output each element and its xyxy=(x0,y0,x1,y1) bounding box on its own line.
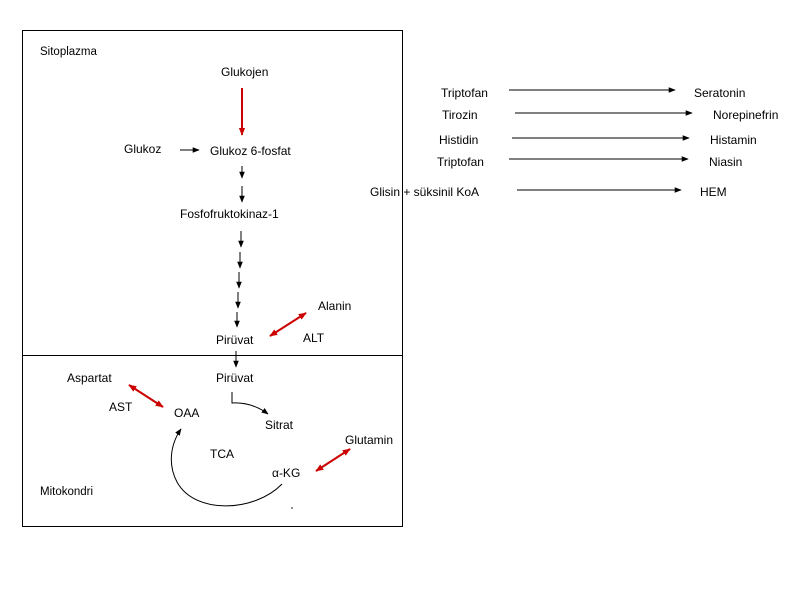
oaa-label: OAA xyxy=(174,406,200,420)
glycogen-label: Glukojen xyxy=(221,65,269,79)
tca-label: TCA xyxy=(210,447,234,461)
conversion-from-1: Tirozin xyxy=(442,108,478,122)
glucose6p-label: Glukoz 6-fosfat xyxy=(210,144,291,158)
glutamine-arrow xyxy=(315,448,351,472)
conversion-to-1: Norepinefrin xyxy=(713,108,779,122)
conversion-from-0: Triptofan xyxy=(441,86,488,100)
conversion-to-4: HEM xyxy=(700,185,727,199)
ast-label: AST xyxy=(109,400,133,414)
glucose-label: Glukoz xyxy=(124,142,162,156)
pfk1-label: Fosfofruktokinaz-1 xyxy=(180,207,279,221)
conversion-from-4: Glisin + süksinil KoA xyxy=(370,185,480,199)
tca-cycle-arc xyxy=(170,428,283,507)
pyruvate-cyto-label: Pirüvat xyxy=(216,333,254,347)
mitochondria-label: Mitokondri xyxy=(40,486,94,498)
aspartate-label: Aspartat xyxy=(67,371,112,385)
ast-arrow xyxy=(128,384,164,408)
stray-dot xyxy=(291,507,293,509)
conversion-from-2: Histidin xyxy=(439,133,479,147)
conversion-to-2: Histamin xyxy=(710,133,757,147)
alt-label: ALT xyxy=(303,331,325,345)
cytoplasm-label: Sitoplazma xyxy=(40,46,97,58)
citrate-label: Sitrat xyxy=(265,418,294,432)
conversion-from-3: Triptofan xyxy=(437,155,484,169)
conversion-to-3: Niasin xyxy=(709,155,743,169)
conversion-to-0: Seratonin xyxy=(694,86,746,100)
pyruvate-mito-label: Pirüvat xyxy=(216,371,254,385)
akg-label: α-KG xyxy=(272,466,301,480)
cell-box xyxy=(22,30,403,527)
pyruvate-citrate-arrow xyxy=(231,392,269,415)
glutamine-label: Glutamin xyxy=(345,433,394,447)
alt-arrow xyxy=(269,312,307,337)
alanine-label: Alanin xyxy=(318,299,352,313)
